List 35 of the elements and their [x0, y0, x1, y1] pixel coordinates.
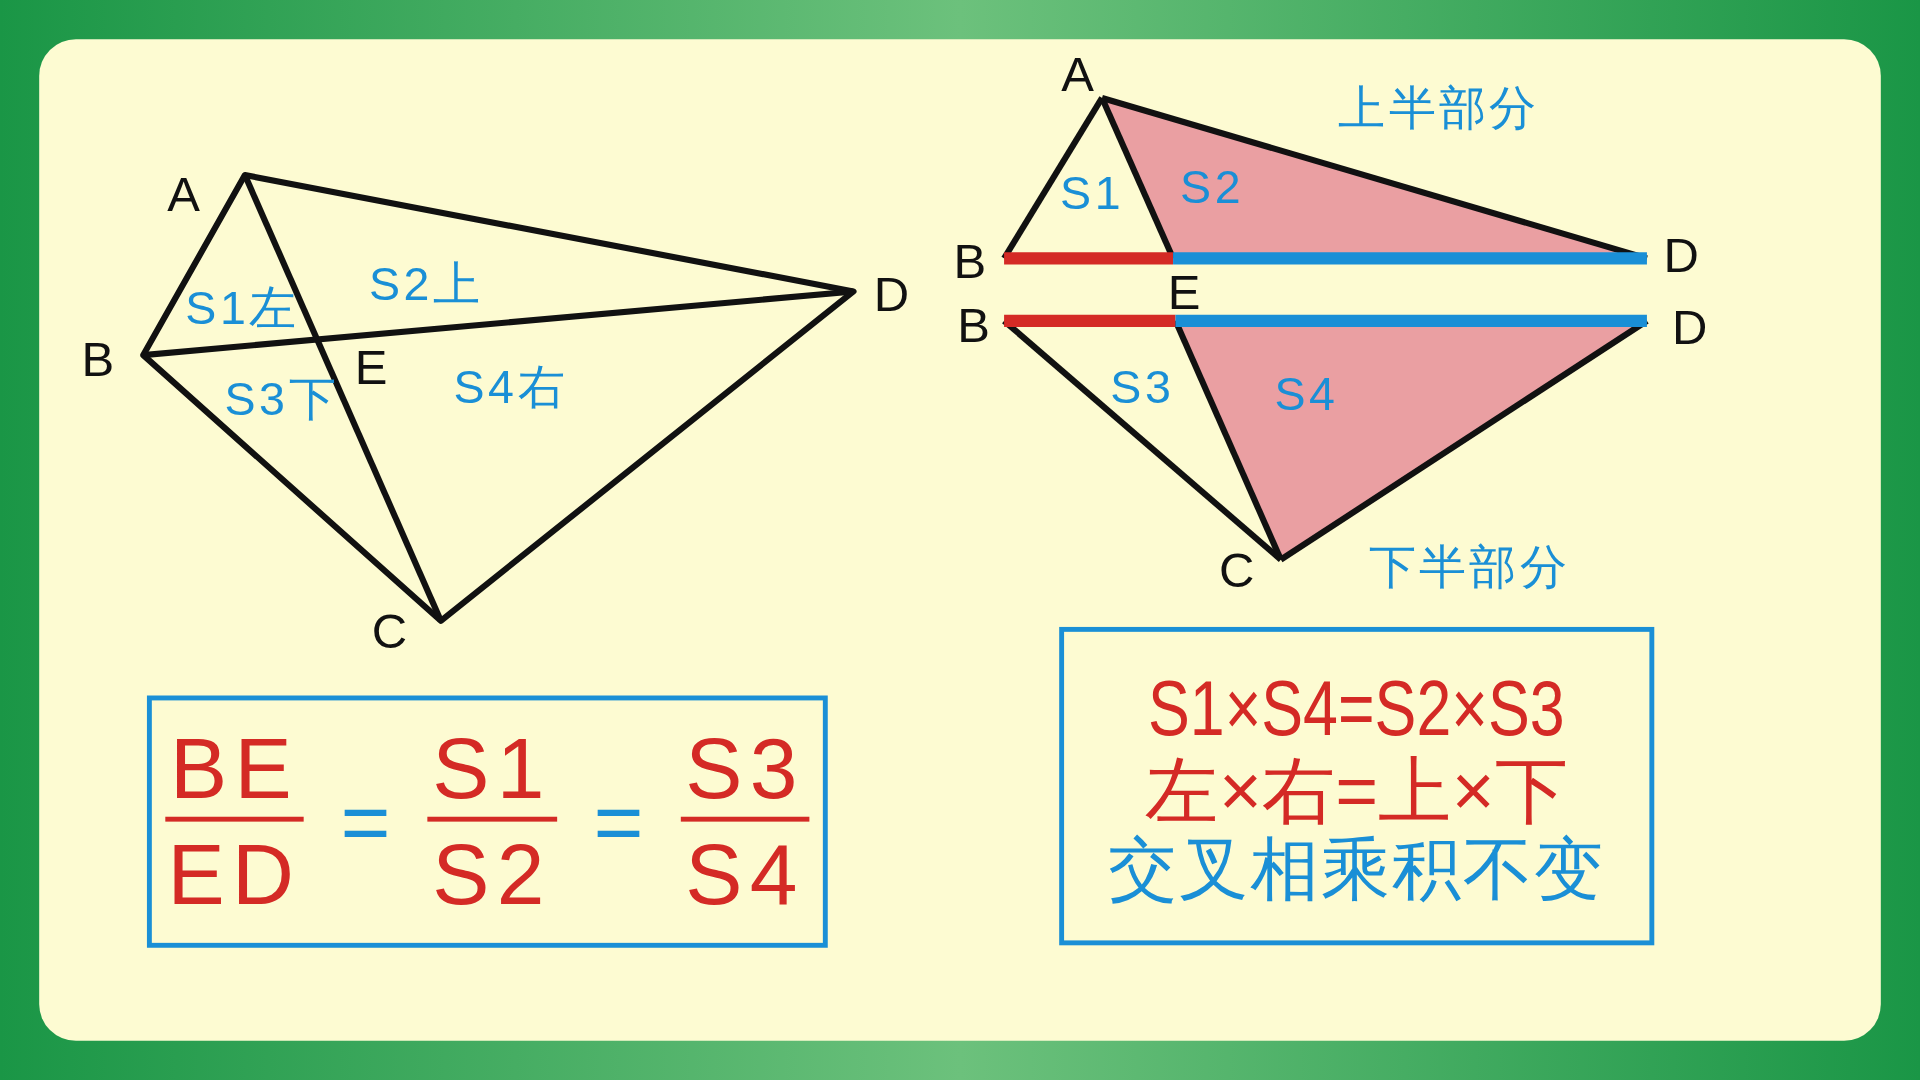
vertex-label: A [1061, 49, 1094, 98]
area-label: S4右 [453, 363, 568, 411]
vertex-label: A [167, 169, 200, 218]
area-label: S1 [1060, 170, 1125, 217]
numerator: S1 [427, 726, 557, 822]
area-label: S4 [1274, 371, 1339, 418]
vertex-label: D [1663, 230, 1699, 280]
denominator: S2 [432, 825, 552, 918]
numerator: BE [165, 726, 304, 822]
vertex-label: C [1219, 544, 1255, 594]
formula-box [146, 695, 828, 948]
area-label: S3下 [224, 375, 339, 423]
region-caption: 下半部分 [1369, 543, 1570, 591]
area-label: S2 [1180, 164, 1245, 211]
vertex-label: B [957, 300, 990, 349]
denominator: S4 [685, 825, 805, 918]
formula-text: S1×S4=S2×S3 [1148, 668, 1565, 747]
vertex-label: C [371, 606, 408, 656]
area-label: S1左 [185, 285, 300, 332]
vertex-label: B [81, 334, 115, 384]
vertex-label: E [1167, 266, 1201, 316]
vertex-label: D [1672, 302, 1708, 352]
vertex-label: D [873, 269, 910, 319]
equals-sign: = [340, 778, 391, 865]
formula-text: 左×右=上×下 [1145, 754, 1569, 828]
equals-sign: = [593, 778, 644, 865]
vertex-label: B [953, 236, 987, 286]
denominator: ED [167, 825, 302, 918]
region-caption: 上半部分 [1338, 84, 1540, 131]
area-label: S2上 [368, 260, 484, 308]
vertex-label: E [354, 342, 388, 392]
formula-box [1059, 626, 1655, 946]
area-label: S3 [1110, 363, 1175, 411]
numerator: S3 [680, 726, 810, 822]
formula-text: 交叉相乘积不变 [1108, 835, 1606, 904]
